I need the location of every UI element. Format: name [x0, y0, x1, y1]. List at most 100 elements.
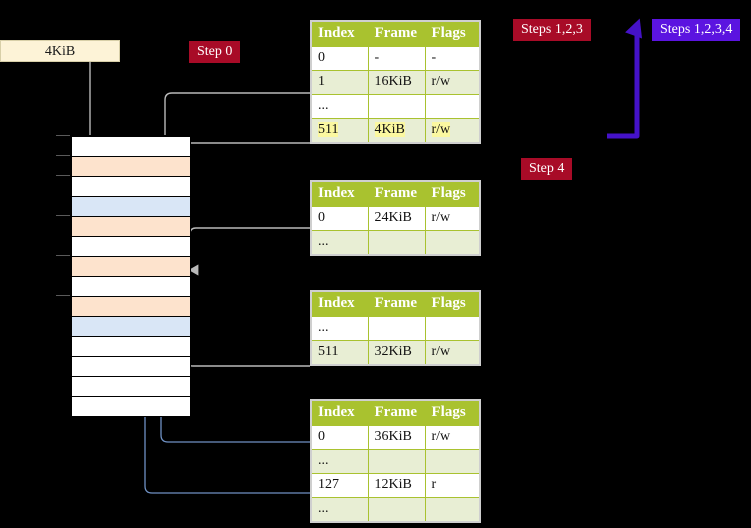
cell-value: 0 [318, 50, 325, 65]
column-header-index: Index [310, 399, 369, 426]
violet-arrowhead [625, 18, 643, 39]
cell-value: ... [318, 453, 329, 468]
table-cell-flags: r/w [424, 206, 481, 231]
table-row[interactable]: 511 4KiB r/w [310, 118, 481, 144]
column-header-flags: Flags [424, 20, 481, 47]
table-cell-index: ... [310, 94, 369, 119]
table-cell-flags: r/w [424, 70, 481, 95]
memory-frame-row [71, 296, 191, 317]
memory-tick-mark [56, 155, 70, 156]
table-cell-index: 0 [310, 46, 369, 71]
table-row[interactable]: ... [310, 94, 481, 119]
memory-size-label: 4KiB [0, 40, 120, 62]
column-header-flags: Flags [424, 290, 481, 317]
table-cell-frame: 24KiB [367, 206, 426, 231]
cell-value: 511 [318, 122, 339, 137]
memory-frame-row [71, 136, 191, 157]
cell-value: 127 [318, 477, 339, 492]
table-cell-flags [424, 94, 481, 119]
table-cell-index: 127 [310, 473, 369, 498]
table-cell-index: ... [310, 449, 369, 474]
wire-l3-row511 [177, 309, 310, 367]
cell-value: ... [318, 98, 329, 113]
cell-value: r/w [431, 210, 451, 225]
table-row[interactable]: ... [310, 449, 481, 474]
table-cell-frame: 4KiB [367, 118, 426, 144]
column-header-flags: Flags [424, 180, 481, 207]
cell-value: 0 [318, 210, 325, 225]
column-header-frame: Frame [367, 290, 426, 317]
cell-value: r/w [431, 122, 451, 137]
table-row[interactable]: ... [310, 230, 481, 256]
physical-memory-column [70, 135, 191, 417]
column-header-frame: Frame [367, 399, 426, 426]
wire-l2-row0 [188, 227, 310, 276]
badge-step-0: Step 0 [189, 41, 241, 63]
table-cell-flags [424, 497, 481, 523]
table-row[interactable]: 1 16KiB r/w [310, 70, 481, 95]
column-header-index: Index [310, 180, 369, 207]
table-row[interactable]: 0 24KiB r/w [310, 206, 481, 231]
cell-value: 24KiB [374, 210, 412, 225]
cell-value: - [374, 50, 380, 65]
table-cell-frame: 12KiB [367, 473, 426, 498]
table-cell-flags [424, 230, 481, 256]
table-cell-flags: r/w [424, 340, 481, 366]
table-cell-index: 511 [310, 340, 369, 366]
table-cell-flags: r/w [424, 118, 481, 144]
column-header-frame: Frame [367, 180, 426, 207]
badge-steps-123: Steps 1,2,3 [513, 19, 591, 41]
table-cell-frame [367, 449, 426, 474]
memory-frame-row [71, 216, 191, 237]
column-header-flags: Flags [424, 399, 481, 426]
table-cell-frame: - [367, 46, 426, 71]
cell-value: ... [318, 501, 329, 516]
memory-frame-row [71, 236, 191, 257]
memory-frame-row [71, 336, 191, 357]
memory-frame-row [71, 196, 191, 217]
table-cell-flags: r [424, 473, 481, 498]
table-row[interactable]: 0 - - [310, 46, 481, 71]
table-row[interactable]: 511 32KiB r/w [310, 340, 481, 366]
table-cell-frame: 16KiB [367, 70, 426, 95]
memory-tick-mark [56, 215, 70, 216]
memory-tick-mark [56, 175, 70, 176]
cell-value: - [431, 50, 437, 65]
column-header-index: Index [310, 20, 369, 47]
table-cell-index: 0 [310, 425, 369, 450]
memory-frame-row [71, 276, 191, 297]
memory-frame-row [71, 176, 191, 197]
cell-value: 12KiB [374, 477, 412, 492]
table-cell-flags: - [424, 46, 481, 71]
cell-value: 32KiB [374, 344, 412, 359]
table-row[interactable]: ... [310, 497, 481, 523]
cell-value: r [431, 477, 437, 492]
memory-tick-mark [56, 255, 70, 256]
cell-value: r/w [431, 344, 451, 359]
memory-tick-mark [56, 135, 70, 136]
table-cell-frame [367, 94, 426, 119]
table-cell-frame: 36KiB [367, 425, 426, 450]
cell-value: r/w [431, 74, 451, 89]
cell-value: r/w [431, 429, 451, 444]
table-row[interactable]: ... [310, 316, 481, 341]
cell-value: 16KiB [374, 74, 412, 89]
memory-frame-row [71, 156, 191, 177]
table-cell-index: 1 [310, 70, 369, 95]
table-cell-index: 0 [310, 206, 369, 231]
column-header-index: Index [310, 290, 369, 317]
table-row[interactable]: 127 12KiB r [310, 473, 481, 498]
table-cell-frame [367, 230, 426, 256]
table-cell-frame [367, 316, 426, 341]
table-cell-index: ... [310, 230, 369, 256]
column-header-frame: Frame [367, 20, 426, 47]
memory-frame-row [71, 316, 191, 337]
badge-step-4: Step 4 [521, 158, 573, 180]
table-cell-index: ... [310, 497, 369, 523]
table-cell-frame [367, 497, 426, 523]
